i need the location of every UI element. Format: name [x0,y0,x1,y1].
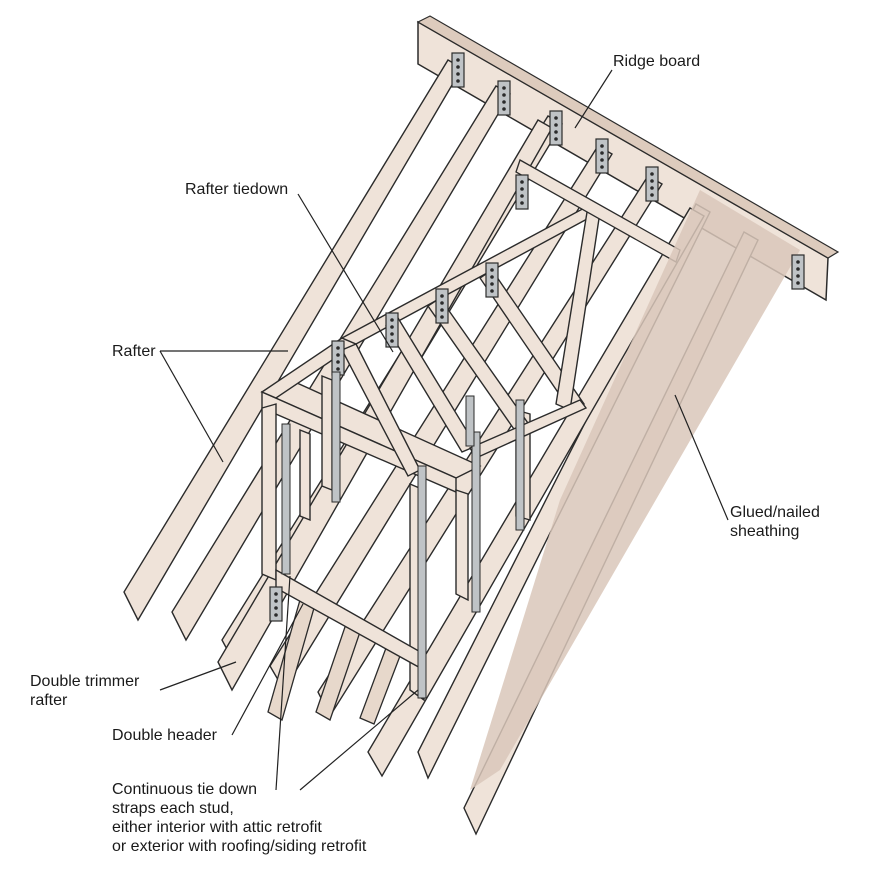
tie-down-straps [281,371,525,699]
label-rafter-tiedown: Rafter tiedown [185,180,288,199]
label-glued-sheathing: Glued/nailed sheathing [730,503,820,541]
leader-lines [159,69,729,791]
label-tie-down-line-3: either interior with attic retrofit [112,819,322,836]
label-double-header: Double header [112,726,217,745]
label-double-trimmer-line-1: Double trimmer [30,673,140,690]
label-tie-down-line-1: Continuous tie down [112,781,257,798]
label-rafter-tiedown-text: Rafter tiedown [185,181,289,198]
label-rafter: Rafter [112,342,156,361]
label-tie-down-straps: Continuous tie down straps each stud, ei… [112,780,366,856]
label-glued-sheathing-line-2: sheathing [730,523,800,540]
sheathing-panel [470,190,800,790]
label-ridge-board-text: Ridge board [613,53,701,70]
label-double-header-text: Double header [112,727,217,744]
label-rafter-text: Rafter [112,343,156,360]
label-double-trimmer: Double trimmer rafter [30,672,139,710]
label-double-trimmer-line-2: rafter [30,692,68,709]
dormer-frame [260,204,602,702]
label-glued-sheathing-line-1: Glued/nailed [730,504,820,521]
label-ridge-board: Ridge board [613,52,700,71]
label-tie-down-line-2: straps each stud, [112,800,234,817]
label-tie-down-line-4: or exterior with roofing/siding retrofit [112,838,367,855]
